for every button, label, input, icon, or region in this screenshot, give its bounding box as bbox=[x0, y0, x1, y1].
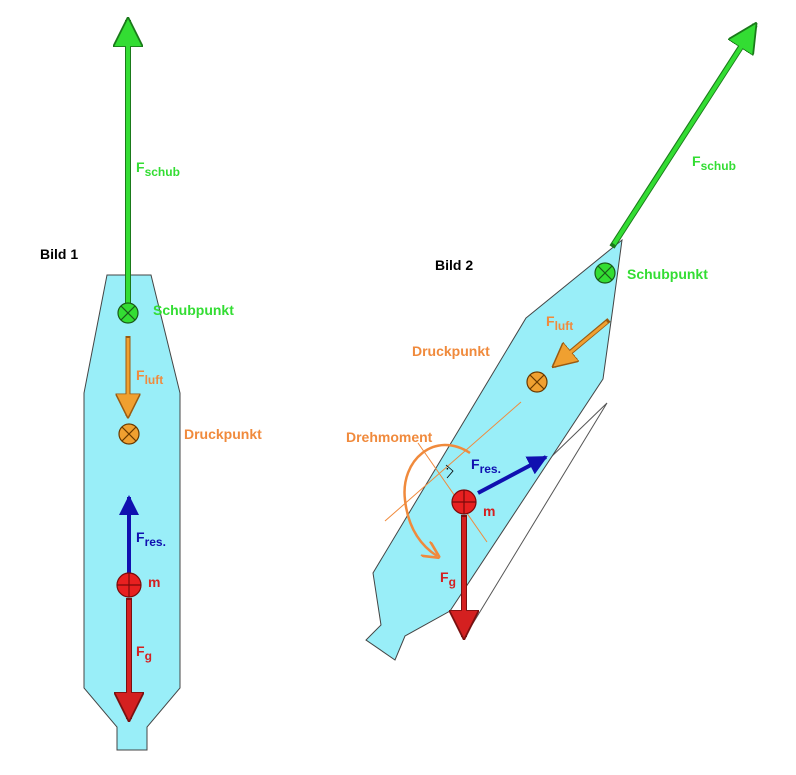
thrust-point-label-1: Schubpunkt bbox=[153, 302, 234, 318]
resultant-force-label-2: Fres. bbox=[471, 456, 501, 476]
rocket-body-2 bbox=[365, 238, 623, 661]
figure-1: Bild 1 Fschub Schubpunkt Fluft Druckpunk… bbox=[40, 20, 262, 751]
right-angle-mark bbox=[445, 464, 454, 479]
resultant-arrow-2 bbox=[477, 455, 548, 495]
air-force-label-2: Fluft bbox=[546, 313, 573, 333]
pressure-point-2 bbox=[526, 371, 548, 393]
pressure-point-label-2: Druckpunkt bbox=[412, 343, 490, 359]
resultant-force-label-1: Fres. bbox=[136, 529, 166, 549]
figure-2: Bild 2 · Drehmoment Fschub Schubpunkt Fl… bbox=[346, 25, 755, 661]
right-angle-dot: · bbox=[446, 464, 449, 475]
weight-force-label-2: Fg bbox=[440, 569, 456, 589]
air-force-label-1: Fluft bbox=[136, 367, 163, 387]
torque-label: Drehmoment bbox=[346, 429, 433, 445]
body-axis-line bbox=[384, 401, 522, 522]
center-of-mass-2 bbox=[451, 489, 477, 515]
figure-1-title: Bild 1 bbox=[40, 246, 78, 262]
thrust-point-1 bbox=[117, 302, 139, 324]
figure-2-title: Bild 2 bbox=[435, 257, 473, 273]
torque-arc bbox=[403, 443, 471, 556]
pressure-point-1 bbox=[118, 423, 140, 445]
thrust-force-label-1: Fschub bbox=[136, 159, 180, 179]
thrust-force-label-2: Fschub bbox=[692, 153, 736, 173]
thrust-point-2 bbox=[594, 262, 616, 284]
thrust-arrow-2-core bbox=[612, 31, 752, 246]
perpendicular-line bbox=[417, 442, 488, 543]
center-of-mass-1 bbox=[116, 572, 142, 598]
air-arrow-2-core bbox=[559, 320, 608, 363]
weight-force-label-1: Fg bbox=[136, 643, 152, 663]
pressure-point-label-1: Druckpunkt bbox=[184, 426, 262, 442]
mass-label-1: m bbox=[148, 574, 160, 590]
mass-label-2: m bbox=[483, 503, 495, 519]
force-parallelogram bbox=[463, 402, 608, 639]
thrust-point-label-2: Schubpunkt bbox=[627, 266, 708, 282]
